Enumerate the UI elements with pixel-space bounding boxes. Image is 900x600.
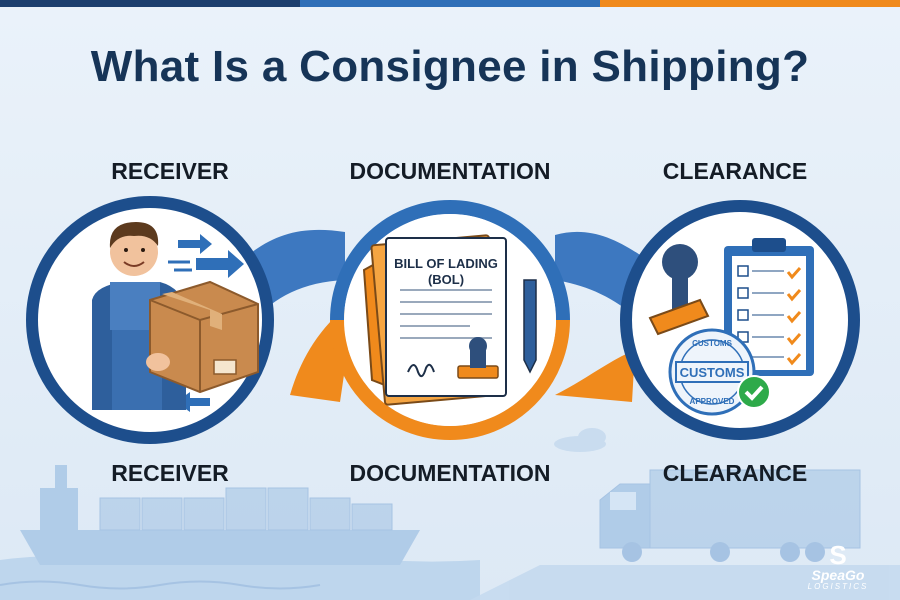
connector-ribbon-orange-right bbox=[555, 350, 635, 402]
bill-of-lading-documents-icon bbox=[362, 234, 537, 406]
bol-title-line1: BILL OF LADING bbox=[394, 256, 498, 271]
customs-stamp-checklist-icon bbox=[648, 238, 814, 416]
top-accent-bar-blue bbox=[300, 0, 600, 7]
logo-subtitle: LOGISTICS bbox=[807, 582, 869, 591]
person-carrying-box-icon bbox=[92, 222, 259, 412]
truck-icon bbox=[470, 469, 900, 600]
stamp-arc-top-text: CUSTOMS bbox=[692, 339, 733, 348]
stamp-arc-bottom-text: APPROVED bbox=[690, 397, 735, 406]
top-accent-bar-navy bbox=[0, 0, 300, 7]
cloud-icon bbox=[554, 428, 606, 452]
logo-mark: S bbox=[829, 540, 847, 570]
receiver-bottom-label: RECEIVER bbox=[111, 460, 229, 486]
top-accent-bar-orange bbox=[600, 0, 900, 7]
documentation-bottom-label: DOCUMENTATION bbox=[349, 460, 551, 486]
documentation-top-label: DOCUMENTATION bbox=[349, 158, 551, 184]
receiver-top-label: RECEIVER bbox=[111, 158, 229, 184]
documentation-circle-orange-arc bbox=[330, 319, 570, 440]
cargo-ship-icon bbox=[0, 465, 480, 600]
logo-name: SpeaGo bbox=[811, 567, 865, 583]
speago-logo: S SpeaGo LOGISTICS bbox=[798, 542, 878, 592]
clearance-bottom-label: CLEARANCE bbox=[662, 460, 808, 486]
page-title: What Is a Consignee in Shipping? bbox=[90, 42, 810, 91]
bol-title-line2: (BOL) bbox=[428, 272, 464, 287]
documentation-circle-blue-arc bbox=[330, 200, 570, 321]
stamp-main-text: CUSTOMS bbox=[680, 365, 745, 380]
clearance-top-label: CLEARANCE bbox=[662, 158, 808, 184]
